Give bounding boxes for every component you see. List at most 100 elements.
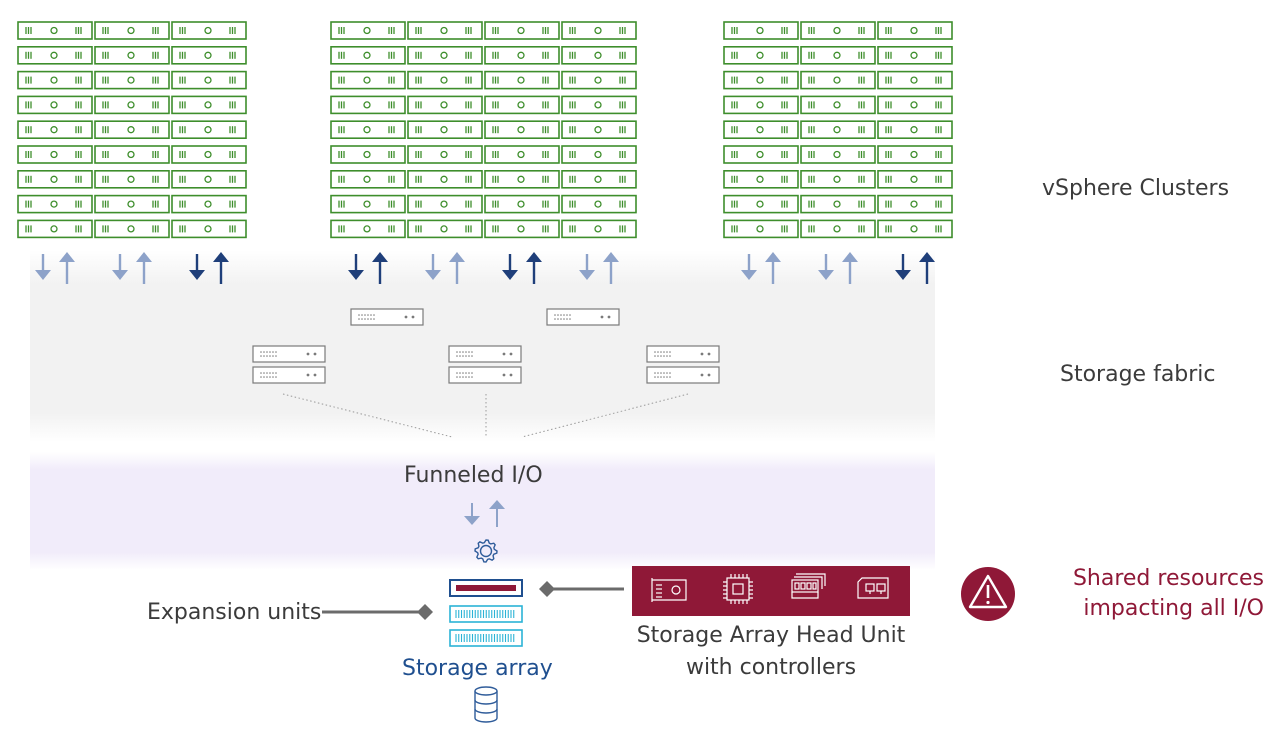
server-unit — [877, 145, 953, 164]
server-unit — [800, 21, 876, 40]
server-unit — [800, 45, 876, 65]
server-unit — [800, 95, 876, 115]
funneled-io-arrows — [464, 500, 505, 527]
server-unit — [877, 219, 953, 239]
head-unit-indicator — [456, 585, 516, 591]
server-unit — [723, 21, 799, 40]
server-unit — [330, 120, 406, 139]
server-unit — [17, 95, 93, 115]
fabric-switch — [646, 366, 720, 384]
funneled-io-band — [30, 452, 935, 570]
io-arrow-pair — [35, 252, 75, 284]
server-unit — [17, 70, 93, 90]
server-unit — [330, 45, 406, 65]
io-arrow-pair — [112, 252, 152, 284]
network-card-icon — [651, 578, 687, 602]
database-icon — [474, 686, 498, 723]
server-unit — [800, 145, 876, 164]
funneled-io-label: Funneled I/O — [404, 463, 543, 488]
server-unit — [171, 145, 247, 164]
server-unit — [94, 170, 170, 189]
server-unit — [484, 95, 560, 115]
server-unit — [407, 21, 483, 40]
server-unit — [330, 70, 406, 90]
server-unit — [484, 170, 560, 189]
server-unit — [723, 95, 799, 115]
server-unit — [800, 170, 876, 189]
server-unit — [171, 70, 247, 90]
io-arrow-pair — [189, 252, 229, 284]
server-unit — [407, 95, 483, 115]
server-unit — [330, 21, 406, 40]
adapter-card-icon — [857, 577, 889, 599]
server-unit — [484, 70, 560, 90]
storage-array-head-unit — [632, 566, 910, 616]
server-unit — [94, 21, 170, 40]
expansion-unit — [449, 629, 523, 647]
server-unit — [877, 21, 953, 40]
server-unit — [17, 21, 93, 40]
server-unit — [171, 45, 247, 65]
server-unit — [17, 145, 93, 164]
memory-module-icon — [791, 573, 826, 599]
server-unit — [94, 194, 170, 214]
storage-fabric-label: Storage fabric — [1060, 362, 1216, 387]
server-unit — [17, 194, 93, 214]
shared-resources-line1: Shared resources — [1072, 566, 1264, 591]
up-arrow — [489, 500, 505, 527]
server-unit — [800, 120, 876, 139]
head-unit-label: Storage Array Head Unit with controllers — [620, 620, 922, 684]
fabric-switch — [448, 345, 522, 363]
server-unit — [723, 194, 799, 214]
server-unit — [94, 70, 170, 90]
server-unit — [877, 70, 953, 90]
server-unit — [561, 70, 637, 90]
server-unit — [800, 219, 876, 239]
server-unit — [561, 145, 637, 164]
server-unit — [94, 95, 170, 115]
server-unit — [17, 45, 93, 65]
io-arrow-pair — [579, 252, 619, 284]
server-unit — [407, 170, 483, 189]
server-unit — [17, 120, 93, 139]
server-unit — [800, 70, 876, 90]
server-unit — [171, 170, 247, 189]
server-unit — [171, 194, 247, 214]
server-unit — [484, 194, 560, 214]
server-unit — [723, 145, 799, 164]
fabric-switch — [546, 308, 620, 326]
vsphere-server-clusters — [17, 21, 953, 239]
server-unit — [330, 145, 406, 164]
server-unit — [484, 21, 560, 40]
server-unit — [561, 95, 637, 115]
server-unit — [877, 170, 953, 189]
funnel-lines — [282, 393, 689, 438]
shared-resources-label: Shared resources impacting all I/O — [1030, 564, 1264, 624]
head-unit-connector — [539, 581, 624, 597]
server-unit — [171, 95, 247, 115]
server-unit — [723, 170, 799, 189]
server-unit — [723, 120, 799, 139]
server-unit — [561, 120, 637, 139]
io-arrow-pair — [818, 252, 858, 284]
server-unit — [171, 120, 247, 139]
server-unit — [17, 219, 93, 239]
expansion-connector — [322, 604, 433, 620]
server-unit — [407, 219, 483, 239]
server-unit — [877, 120, 953, 139]
server-cluster — [17, 21, 247, 239]
server-unit — [561, 194, 637, 214]
cpu-chip-icon — [723, 574, 753, 604]
head-unit-label-line1: Storage Array Head Unit — [636, 623, 906, 648]
io-arrow-pair — [348, 252, 388, 284]
io-arrow-pair — [741, 252, 781, 284]
server-unit — [484, 45, 560, 65]
server-unit — [877, 95, 953, 115]
server-unit — [561, 21, 637, 40]
storage-array-label: Storage array — [402, 656, 553, 681]
gear-icon — [474, 539, 498, 563]
server-unit — [561, 219, 637, 239]
io-arrow-pair — [895, 252, 935, 284]
server-unit — [17, 170, 93, 189]
